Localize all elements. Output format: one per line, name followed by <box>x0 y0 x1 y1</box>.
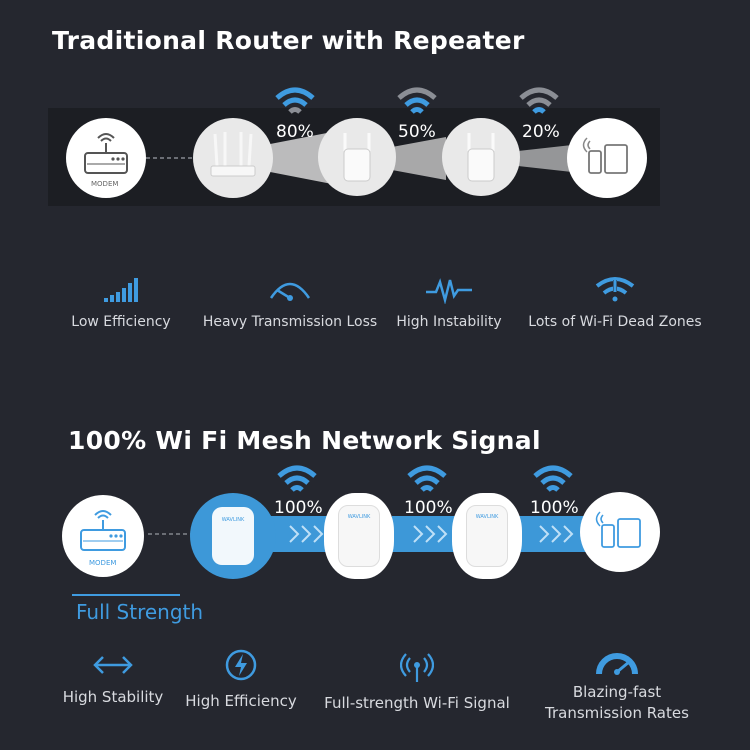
wifi-warning-icon <box>595 277 635 302</box>
brand-label: WAVLINK <box>347 514 371 520</box>
wifi-icon <box>275 87 315 114</box>
mesh-unit-node-3: WAVLINK <box>452 493 522 579</box>
repeater-node-2 <box>442 118 520 196</box>
router-node <box>193 118 273 198</box>
feature-full-signal: Full-strength Wi-Fi Signal <box>316 650 518 712</box>
feature-label-line1: Blazing-fast <box>572 683 662 701</box>
wifi-icon <box>533 465 573 492</box>
phone-tablet-icon <box>595 511 641 548</box>
signal-percent-2: 50% <box>398 122 436 142</box>
repeater-node-1 <box>318 118 396 196</box>
section2-title: 100% Wi Fi Mesh Network Signal <box>68 426 541 455</box>
lightning-icon <box>225 649 257 681</box>
mesh-unit-icon: WAVLINK <box>338 505 380 567</box>
modem-label: MODEM <box>91 180 119 188</box>
brand-label: WAVLINK <box>221 517 245 523</box>
section1-title: Traditional Router with Repeater <box>52 26 525 55</box>
feature-label: Lots of Wi-Fi Dead Zones <box>528 314 702 330</box>
feature-dead-zones: Lots of Wi-Fi Dead Zones <box>524 276 706 330</box>
feature-heavy-loss: Heavy Transmission Loss <box>200 276 380 330</box>
modem-icon <box>80 510 126 551</box>
feature-low-efficiency: Low Efficiency <box>62 276 180 330</box>
mesh-percent-3: 100% <box>530 498 579 518</box>
mesh-unit-icon: WAVLINK <box>466 505 508 567</box>
feature-blazing-fast: Blazing-fast Transmission Rates <box>536 648 698 724</box>
mesh-unit-node-2: WAVLINK <box>324 493 394 579</box>
feature-high-efficiency: High Efficiency <box>176 648 306 710</box>
wifi-icon <box>519 87 559 114</box>
mesh-unit-icon: WAVLINK <box>212 507 254 565</box>
devices-node-mesh <box>580 492 660 572</box>
mesh-unit-node-1: WAVLINK <box>190 493 276 579</box>
signal-bars-icon <box>104 278 138 302</box>
brand-label: WAVLINK <box>475 514 499 520</box>
mesh-percent-1: 100% <box>274 498 323 518</box>
pulse-wave-icon <box>426 278 472 304</box>
modem-node <box>66 118 146 198</box>
full-strength-label: Full Strength <box>76 600 204 624</box>
feature-high-stability: High Stability <box>56 652 170 706</box>
devices-node <box>567 118 647 198</box>
signal-percent-3: 20% <box>522 122 560 142</box>
feature-label-line2: Transmission Rates <box>545 704 689 722</box>
wifi-icon <box>407 465 447 492</box>
wifi-icon <box>277 465 317 492</box>
repeater-icon <box>467 133 495 182</box>
phone-tablet-icon <box>582 137 628 174</box>
modem-node-mesh <box>62 495 144 577</box>
modem-icon <box>84 133 128 174</box>
full-strength-line <box>72 594 180 596</box>
antenna-signal-icon <box>400 653 434 682</box>
wifi-icon <box>397 87 437 114</box>
speedometer-fast-icon <box>596 653 638 675</box>
feature-label: High Instability <box>396 314 502 330</box>
speedometer-low-icon <box>269 282 311 301</box>
repeater-icon <box>343 133 371 182</box>
feature-label: High Stability <box>62 688 164 706</box>
feature-label: Full-strength Wi-Fi Signal <box>324 694 510 712</box>
feature-label: High Efficiency <box>185 692 297 710</box>
feature-label: Heavy Transmission Loss <box>202 314 378 330</box>
modem-label: MODEM <box>89 559 117 567</box>
feature-label: Low Efficiency <box>71 314 171 330</box>
mesh-percent-2: 100% <box>404 498 453 518</box>
double-arrow-icon <box>93 656 133 674</box>
router-icon <box>210 132 256 177</box>
signal-percent-1: 80% <box>276 122 314 142</box>
feature-high-instability: High Instability <box>394 276 504 330</box>
